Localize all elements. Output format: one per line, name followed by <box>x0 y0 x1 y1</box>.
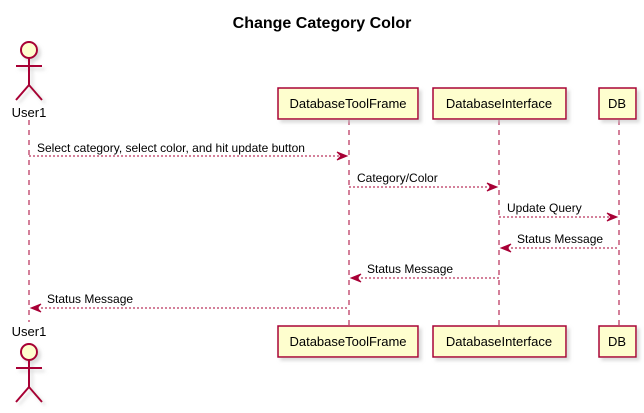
participant-box <box>432 87 567 120</box>
actor-user1-bottom <box>15 343 43 403</box>
participant-label: DB <box>608 334 626 349</box>
participant-db-bottom: DB <box>598 325 637 358</box>
participant-box <box>277 87 419 120</box>
participant-databasetoolframe-top: DatabaseToolFrame <box>277 87 419 120</box>
participant-box <box>598 87 637 120</box>
diagram-title: Change Category Color <box>233 15 412 32</box>
actor-right-leg <box>28 386 43 403</box>
actor-left-leg <box>15 84 30 101</box>
actor-left-leg <box>15 386 30 403</box>
participant-label: DatabaseToolFrame <box>289 334 406 349</box>
message-6: Status Message <box>29 292 349 313</box>
message-1: Select category, select color, and hit u… <box>29 141 349 161</box>
lifelines <box>28 120 620 326</box>
participant-box <box>432 325 567 358</box>
arrowhead-right-icon <box>486 182 499 192</box>
participant-label: DatabaseInterface <box>446 334 552 349</box>
message-2: Category/Color <box>349 171 499 192</box>
actor-head <box>20 41 38 59</box>
arrowhead-left-icon <box>29 303 42 313</box>
actor-label-top: User1 <box>12 105 47 120</box>
participant-databaseinterface-bottom: DatabaseInterface <box>432 325 567 358</box>
participant-label: DatabaseInterface <box>446 96 552 111</box>
message-3: Update Query <box>499 201 619 222</box>
message-label: Status Message <box>517 232 603 246</box>
arrowhead-right-icon <box>336 151 349 161</box>
message-4: Status Message <box>499 232 619 253</box>
message-label: Status Message <box>47 292 133 306</box>
message-label: Status Message <box>367 262 453 276</box>
message-5: Status Message <box>349 262 499 283</box>
actor-right-leg <box>28 84 43 101</box>
actor-head <box>20 343 38 361</box>
participant-databasetoolframe-bottom: DatabaseToolFrame <box>277 325 419 358</box>
arrowhead-right-icon <box>606 212 619 222</box>
participant-databaseinterface-top: DatabaseInterface <box>432 87 567 120</box>
participant-label: DB <box>608 96 626 111</box>
actor-label-bottom: User1 <box>12 324 47 339</box>
participant-box <box>598 325 637 358</box>
arrowhead-left-icon <box>349 273 362 283</box>
arrowhead-left-icon <box>499 243 512 253</box>
message-label: Category/Color <box>357 171 438 185</box>
actor-user1-top <box>15 41 43 101</box>
message-label: Select category, select color, and hit u… <box>37 141 305 155</box>
message-label: Update Query <box>507 201 582 215</box>
participant-label: DatabaseToolFrame <box>289 96 406 111</box>
participant-db-top: DB <box>598 87 637 120</box>
participant-box <box>277 325 419 358</box>
